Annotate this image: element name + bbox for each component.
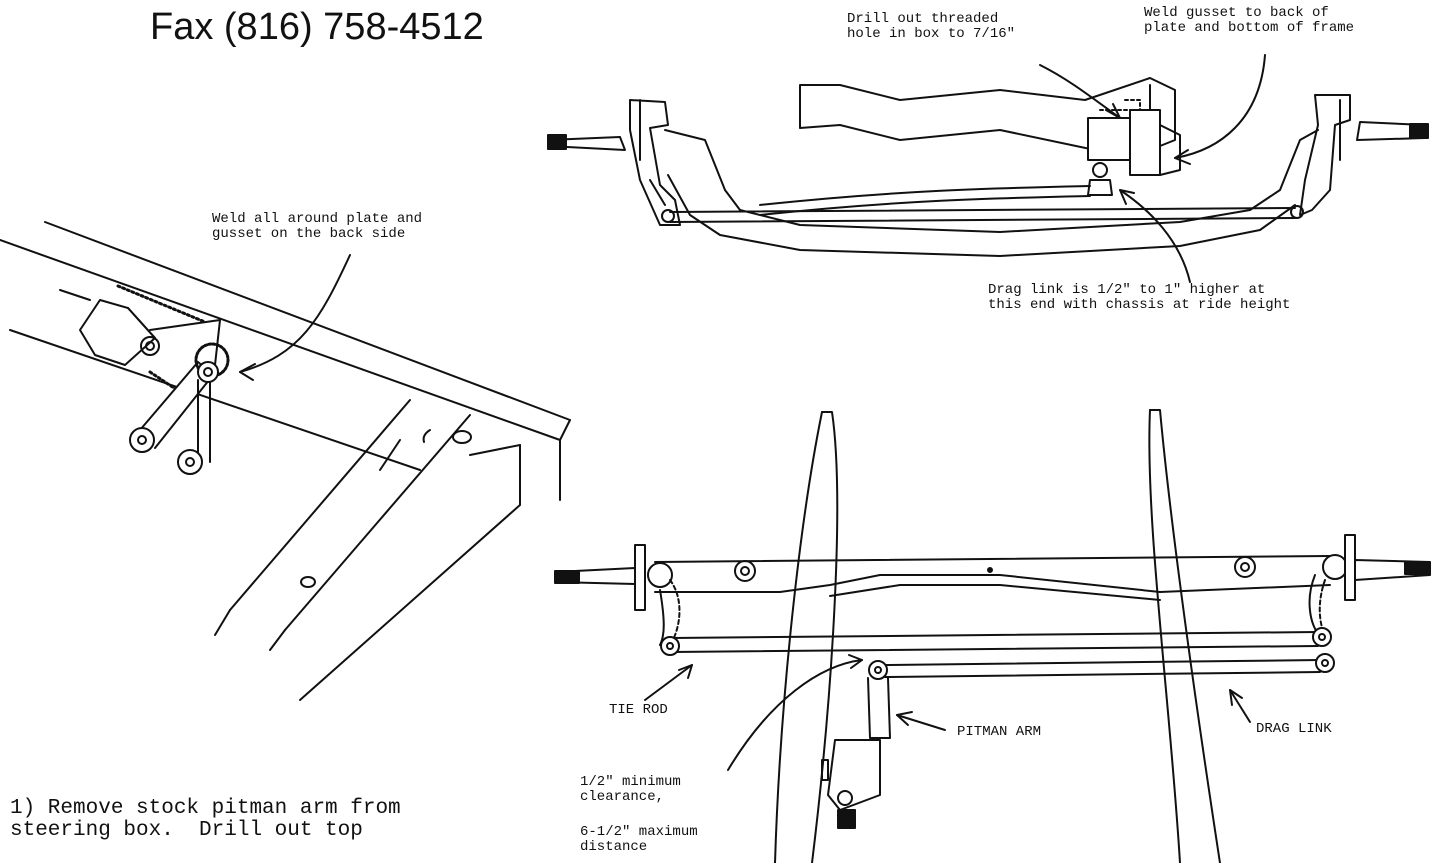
label-min-clearance: 1/2" minimum clearance, [580,774,681,805]
label-max-distance: 6-1/2" maximum distance [580,824,698,855]
frame-rail-detail [0,221,571,701]
axle-elevation [547,54,1429,283]
callout-weld-gusset: Weld gusset to back of plate and bottom … [1144,5,1355,36]
label-tie-rod: TIE ROD [609,702,668,718]
label-drag-link: DRAG LINK [1256,721,1332,737]
callout-drag-link-height: Drag link is 1/2" to 1" higher at this e… [988,282,1291,313]
instruction-step-1: 1) Remove stock pitman arm from steering… [10,797,401,842]
label-pitman-arm: PITMAN ARM [957,724,1042,740]
callout-weld-all-around: Weld all around plate and gusset on the … [212,211,423,242]
fax-number: Fax (816) 758-4512 [150,6,484,48]
axle-plan-view [554,409,1431,863]
pitman-bracket-detail [79,254,351,475]
callout-drill-hole: Drill out threaded hole in box to 7/16" [847,11,1016,42]
